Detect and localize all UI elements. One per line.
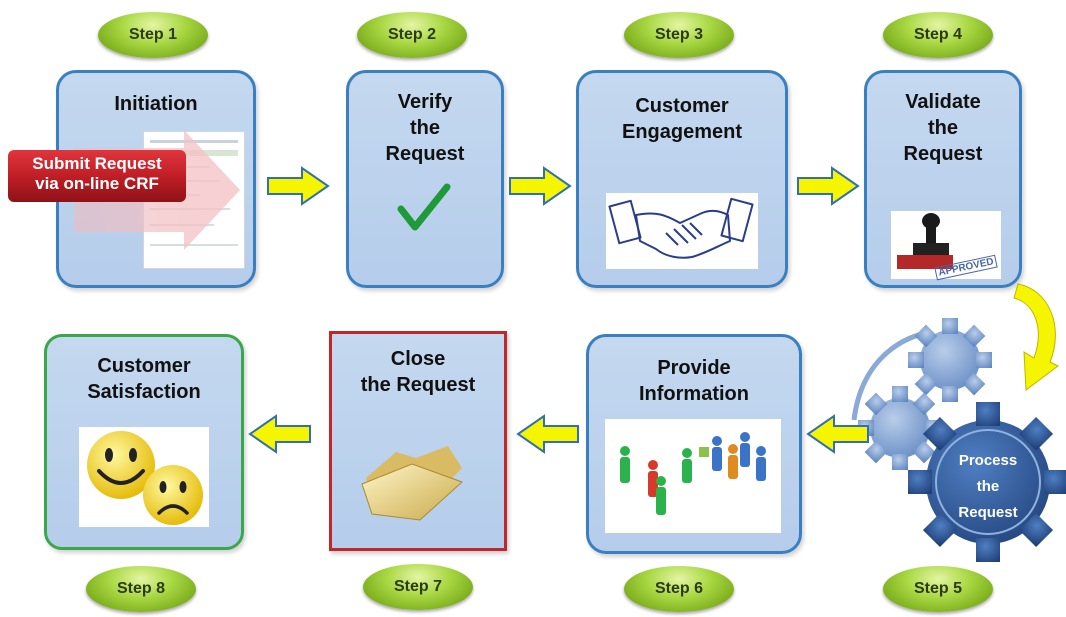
step-8-title: Customer Satisfaction (47, 353, 241, 405)
step-3-label: Step 3 (654, 26, 703, 43)
step-8-label: Step 8 (116, 580, 165, 597)
step-5-title-line-3: Request (958, 504, 1018, 521)
step-6-title: Provide Information (589, 355, 799, 407)
step-1-badge: Step 1 (98, 12, 208, 58)
step-8-title-line-2: Satisfaction (87, 381, 201, 403)
step-7-box: Close the Request (329, 331, 507, 551)
flow-arrow-5-6 (806, 414, 869, 454)
step-2-title-line-2: the (410, 117, 440, 139)
step-6-label: Step 6 (654, 580, 703, 597)
step-7-title-line-1: Close (390, 348, 446, 370)
step-5-title: Process the Request (938, 448, 1038, 526)
step-8-box: Customer Satisfaction (44, 334, 244, 550)
step-3-title-line-2: Engagement (621, 121, 743, 143)
step-1-title: Initiation (114, 93, 198, 115)
step-4-badge: Step 4 (883, 12, 993, 58)
step-3-badge: Step 3 (624, 12, 734, 58)
step-7-title-line-2: the Request (360, 374, 476, 396)
process-gears-icon (851, 318, 1066, 562)
approved-stamp-icon: APPROVED (891, 211, 1001, 281)
flow-arrow-6-7 (516, 414, 579, 454)
happy-face-icon (87, 431, 155, 499)
step-7-title: Close the Request (332, 346, 504, 398)
step-2-label: Step 2 (387, 26, 436, 43)
checkmark-icon (397, 183, 451, 231)
step-2-title: Verify the Request (349, 89, 501, 167)
step-2-box: Verify the Request (346, 70, 504, 288)
submit-line-1: Submit Request (32, 154, 162, 173)
step-3-box: Customer Engagement (576, 70, 788, 288)
step-5-title-line-2: the (976, 478, 1000, 495)
flow-arrow-1-2 (267, 166, 330, 206)
step-2-title-line-1: Verify (397, 91, 453, 113)
curved-flow-arrow-4-5 (1013, 283, 1059, 391)
step-4-title: Validate the Request (867, 89, 1019, 167)
step-8-badge: Step 8 (86, 566, 196, 612)
step-6-title-line-1: Provide (657, 357, 731, 379)
folder-icon (361, 446, 463, 521)
step-3-title-line-1: Customer (635, 95, 729, 117)
step-2-badge: Step 2 (357, 12, 467, 58)
step-3-title: Customer Engagement (579, 93, 785, 145)
step-4-label: Step 4 (913, 26, 962, 43)
people-network-icon (605, 419, 781, 533)
step-4-title-line-3: Request (903, 143, 983, 165)
step-4-title-line-2: the (928, 117, 958, 139)
step-6-badge: Step 6 (624, 566, 734, 612)
step-7-badge: Step 7 (363, 564, 473, 610)
flow-arrow-3-4 (797, 166, 860, 206)
smileys-image (79, 427, 209, 527)
sad-face-icon (143, 465, 203, 525)
flow-arrow-2-3 (509, 166, 572, 206)
step-6-box: Provide Information (586, 334, 802, 554)
step-4-title-line-1: Validate (905, 91, 981, 113)
submit-request-banner: Submit Request via on-line CRF (8, 154, 186, 194)
step-7-label: Step 7 (393, 578, 442, 595)
step-4-box: Validate the Request APPROVED (864, 70, 1022, 288)
handshake-icon (606, 193, 758, 269)
step-2-title-line-3: Request (385, 143, 465, 165)
step-5-label: Step 5 (913, 580, 962, 597)
submit-request-arrow (8, 130, 240, 250)
step-5-badge: Step 5 (883, 566, 993, 612)
flow-arrow-7-8 (248, 414, 311, 454)
step-6-title-line-2: Information (639, 383, 749, 405)
step-8-title-line-1: Customer (97, 355, 191, 377)
step-5-title-line-1: Process (958, 452, 1018, 469)
step-1-label: Step 1 (128, 26, 177, 43)
submit-line-2: via on-line CRF (35, 174, 159, 193)
